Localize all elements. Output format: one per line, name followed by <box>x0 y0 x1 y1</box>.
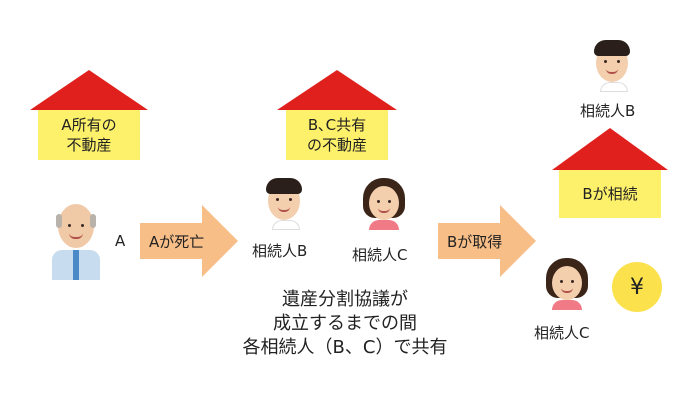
caption-line3: 各相続人（B、C）で共有 <box>242 337 448 358</box>
caption: 遺産分割協議が 成立するまでの間 各相続人（B、C）で共有 <box>205 288 485 360</box>
person-b-avatar-right <box>592 40 634 92</box>
person-c-avatar <box>363 178 405 230</box>
house-a-body: A所有の 不動産 <box>38 110 140 160</box>
person-b-label-right: 相続人B <box>580 102 636 120</box>
arrow-b-acquires: Bが取得 <box>438 205 536 277</box>
arrow-right-icon <box>438 205 536 277</box>
house-bc-body: B､C共有 の不動産 <box>286 110 388 160</box>
house-a-line1: A所有の <box>61 116 117 134</box>
arrow-a-died-label: Aが死亡 <box>149 233 205 251</box>
house-b: Bが相続 <box>552 128 668 218</box>
yen-coin-icon: ¥ <box>612 262 662 312</box>
house-b-line1: Bが相続 <box>582 185 638 203</box>
roof-icon <box>30 70 148 110</box>
person-c-label-right: 相続人C <box>534 324 590 342</box>
yen-symbol: ¥ <box>630 274 644 300</box>
person-c-avatar-right <box>546 258 588 310</box>
arrow-right-icon <box>140 205 238 277</box>
roof-icon <box>277 70 397 110</box>
person-a-avatar <box>50 204 102 280</box>
person-b-label-middle: 相続人B <box>252 242 308 260</box>
person-a-label: A <box>115 232 126 250</box>
house-b-body: Bが相続 <box>559 170 661 218</box>
house-a: A所有の 不動産 <box>30 70 148 160</box>
arrow-b-acquires-label: Bが取得 <box>447 233 503 251</box>
caption-line2: 成立するまでの間 <box>273 313 417 334</box>
house-bc-line2: の不動産 <box>306 136 367 154</box>
person-c-label-middle: 相続人C <box>352 246 408 264</box>
arrow-a-died: Aが死亡 <box>140 205 238 277</box>
house-a-line2: 不動産 <box>66 136 112 154</box>
house-bc: B､C共有 の不動産 <box>277 70 397 160</box>
caption-line1: 遺産分割協議が <box>282 289 408 310</box>
person-b-avatar <box>264 178 306 230</box>
house-bc-line1: B､C共有 <box>307 116 367 134</box>
roof-icon <box>552 128 668 170</box>
